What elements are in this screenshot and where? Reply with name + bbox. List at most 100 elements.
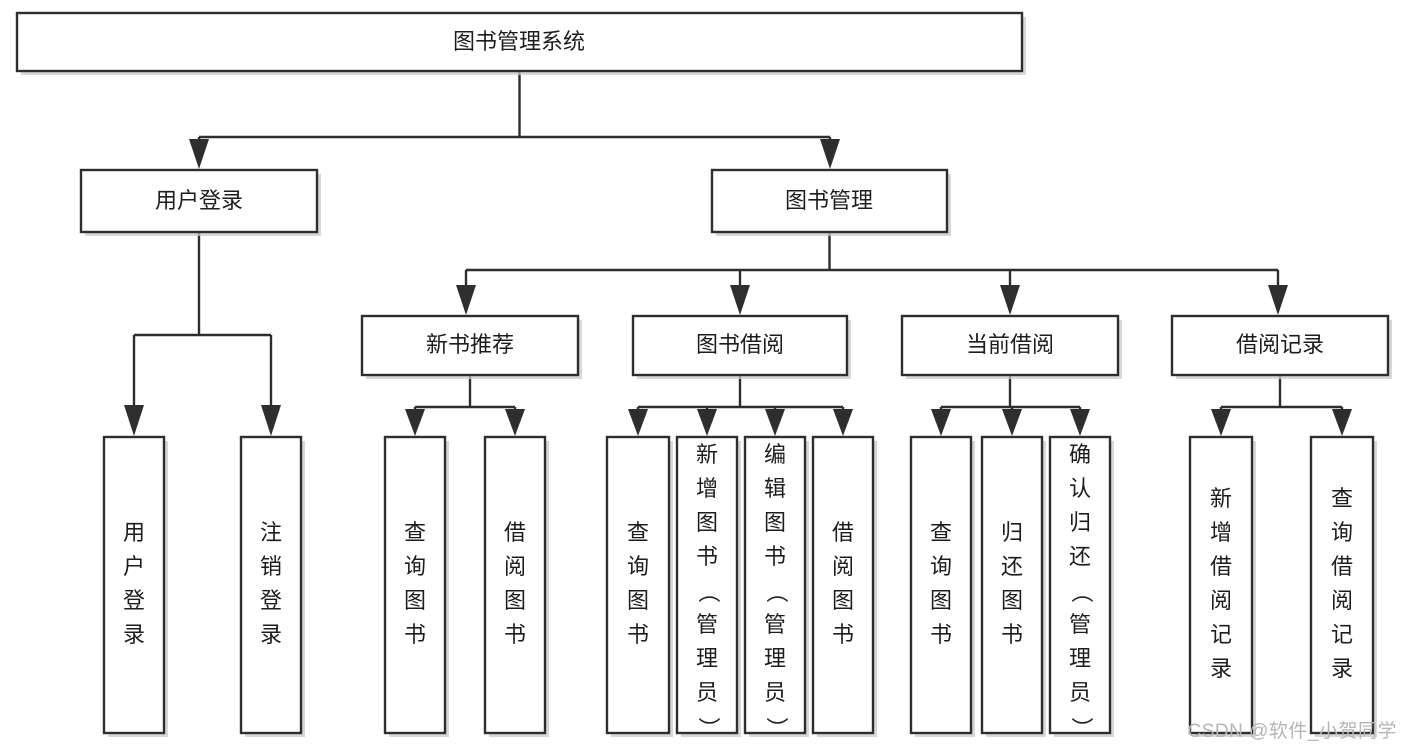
current-borrow-box[interactable] <box>900 314 1120 377</box>
leaf-glyph: 录 <box>123 622 145 647</box>
node-new-book-recommend[interactable]: 新书推荐 <box>360 314 582 379</box>
arrow-to-leaf-borrow-book-rec <box>505 409 525 436</box>
node-current-borrow[interactable]: 当前借阅 <box>900 314 1122 379</box>
borrow-record-box[interactable] <box>1170 314 1390 377</box>
new-book-recommend-label: 新书推荐 <box>426 332 514 357</box>
leaf-glyph: 增 <box>1210 520 1232 545</box>
leaf-glyph: 理 <box>764 646 786 671</box>
user-login-box[interactable] <box>79 168 319 234</box>
leaf-glyph: ） <box>1069 717 1094 739</box>
leaf-glyph: 管 <box>696 612 718 637</box>
leaf-glyph: 录 <box>1331 656 1353 681</box>
book-borrow-box[interactable] <box>631 314 849 377</box>
root-label: 图书管理系统 <box>453 29 585 54</box>
leaf-glyph: 员 <box>764 680 786 705</box>
arrow-to-leaf-edit-book-admin <box>765 409 785 436</box>
leaf-query-book-current-box[interactable] <box>909 435 973 735</box>
leaf-borrow-book-rec-box[interactable] <box>483 435 547 735</box>
edges-group <box>124 71 1352 436</box>
leaf-glyph: 询 <box>1331 520 1353 545</box>
arrow-to-current-borrow <box>1000 285 1020 315</box>
leaf-glyph: 图 <box>832 588 854 613</box>
leaf-glyph: 员 <box>696 680 718 705</box>
leaf-glyph: 书 <box>764 544 786 569</box>
leaf-add-borrow-record-box[interactable] <box>1188 435 1254 735</box>
leaf-glyph: 归 <box>1001 520 1023 545</box>
arrow-to-leaf-query-borrow-record <box>1332 409 1352 436</box>
arrow-to-new-book-recommend <box>456 285 476 315</box>
leaf-return-book-box[interactable] <box>980 435 1044 735</box>
leaf-user-login-box[interactable] <box>102 435 166 735</box>
leaf-glyph: 辑 <box>764 476 786 501</box>
arrow-to-book-borrow <box>730 285 750 315</box>
leaf-glyph: （ <box>1069 581 1094 603</box>
leaf-glyph: 查 <box>404 520 426 545</box>
watermark-text: CSDN @软件_小贺同学 <box>1187 721 1397 742</box>
leaf-glyph: 阅 <box>504 554 526 579</box>
leaf-query-borrow-record-box[interactable] <box>1309 435 1375 735</box>
node-root[interactable]: 图书管理系统 <box>15 11 1026 75</box>
book-manage-box[interactable] <box>710 168 949 234</box>
leaf-confirm-return-admin-box[interactable] <box>1048 435 1112 735</box>
leaf-glyph: 图 <box>930 588 952 613</box>
leaf-glyph: 登 <box>123 588 145 613</box>
arrow-to-leaf-query-book-rec <box>405 409 425 436</box>
leaf-glyph: 管 <box>764 612 786 637</box>
leaf-glyph: （ <box>764 581 789 603</box>
leaf-glyph: 查 <box>627 520 649 545</box>
leaf-glyph: ） <box>696 717 721 739</box>
leaf-glyph: 阅 <box>832 554 854 579</box>
leaf-glyph: 查 <box>1331 486 1353 511</box>
borrow-record-label: 借阅记录 <box>1236 332 1324 357</box>
leaf-logout-box[interactable] <box>239 435 303 735</box>
leaf-glyph: 书 <box>832 622 854 647</box>
arrow-to-book-manage <box>820 139 840 169</box>
leaf-borrow-book-box[interactable] <box>811 435 875 735</box>
node-borrow-record[interactable]: 借阅记录 <box>1170 314 1392 379</box>
leaf-glyph: 理 <box>696 646 718 671</box>
arrow-to-leaf-add-borrow-record <box>1211 409 1231 436</box>
node-user-login[interactable]: 用户登录 <box>79 168 321 236</box>
leaf-add-book-admin-box[interactable] <box>675 435 739 735</box>
arrow-to-leaf-query-book-borrow <box>628 409 648 436</box>
leaf-glyph: 归 <box>1069 510 1091 535</box>
arrow-to-borrow-record <box>1268 285 1288 315</box>
leaf-glyph: ） <box>764 717 789 739</box>
leaf-glyph: 图 <box>404 588 426 613</box>
node-book-manage[interactable]: 图书管理 <box>710 168 951 236</box>
leaf-glyph: 还 <box>1069 544 1091 569</box>
arrow-to-leaf-borrow-book <box>833 409 853 436</box>
leaf-user-login-label: 用户登录 <box>123 520 145 647</box>
leaf-glyph: 书 <box>627 622 649 647</box>
leaf-glyph: 录 <box>1210 656 1232 681</box>
leaf-glyph: 阅 <box>1331 588 1353 613</box>
leaf-glyph: 录 <box>260 622 282 647</box>
leaf-query-book-rec-box[interactable] <box>383 435 447 735</box>
leaf-glyph: 注 <box>260 520 282 545</box>
new-book-recommend-box[interactable] <box>360 314 580 377</box>
arrow-to-leaf-query-book-current <box>931 409 951 436</box>
root-box[interactable] <box>15 11 1024 73</box>
book-borrow-label: 图书借阅 <box>696 332 784 357</box>
arrow-to-leaf-return-book <box>1002 409 1022 436</box>
leaf-glyph: 新 <box>696 442 718 467</box>
leaf-glyph: 借 <box>1210 554 1232 579</box>
leaf-glyph: 理 <box>1069 646 1091 671</box>
arrow-to-leaf-confirm-return-admin <box>1070 409 1090 436</box>
node-book-borrow[interactable]: 图书借阅 <box>631 314 851 379</box>
leaf-edit-book-admin-box[interactable] <box>743 435 807 735</box>
leaf-query-book-borrow-box[interactable] <box>605 435 671 735</box>
leaf-glyph: 图 <box>764 510 786 535</box>
leaf-glyph: 编 <box>764 442 786 467</box>
leaf-glyph: 新 <box>1210 486 1232 511</box>
leaf-text-layer: 用户登录注销登录查询图书借阅图书查询图书新增图书（管理员）编辑图书（管理员）借阅… <box>123 442 1353 739</box>
